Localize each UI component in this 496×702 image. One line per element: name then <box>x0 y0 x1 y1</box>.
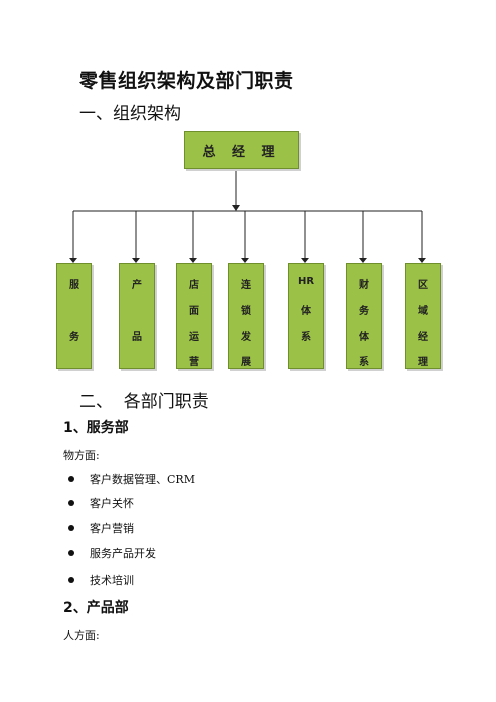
dept-heading-service: 1、服务部 <box>63 420 129 436</box>
dept-char: 域 <box>418 306 428 317</box>
dept-char: 财 <box>359 280 369 291</box>
list-item-text: 客户数据管理、CRM <box>90 473 195 486</box>
dept-char: 展 <box>241 357 251 368</box>
dept-box-regional-manager: 区 域 经 理 <box>405 263 441 369</box>
dept-char: 面 <box>189 306 199 317</box>
dept-char: 区 <box>418 280 428 291</box>
dept-char: 店 <box>189 280 199 291</box>
dept-char: 锁 <box>241 306 251 317</box>
bullet-icon <box>68 577 74 583</box>
dept-char: 营 <box>189 357 199 368</box>
list-item-text: 技术培训 <box>90 574 134 587</box>
list-item-text: 客户关怀 <box>90 497 134 510</box>
dept-char: 服 <box>69 280 79 291</box>
bullet-icon <box>68 476 74 482</box>
list-item: 客户数据管理、CRM <box>68 471 195 487</box>
section-heading-org-structure: 一、组织架构 <box>79 104 181 124</box>
dept-box-hr-system: HR 体 系 <box>288 263 324 369</box>
product-intro-text: 人方面: <box>63 629 100 642</box>
dept-char: 系 <box>359 357 369 368</box>
bullet-icon <box>68 550 74 556</box>
dept-heading-product: 2、产品部 <box>63 600 129 616</box>
dept-box-chain-development: 连 锁 发 展 <box>228 263 264 369</box>
general-manager-box: 总 经 理 <box>184 131 299 169</box>
section-heading-dept-duties: 二、 各部门职责 <box>79 392 209 412</box>
dept-box-store-operations: 店 面 运 营 <box>176 263 212 369</box>
list-item-text: 服务产品开发 <box>90 547 156 560</box>
dept-box-product: 产 品 <box>119 263 155 369</box>
list-item: 客户营销 <box>68 520 134 536</box>
list-item: 客户关怀 <box>68 495 134 511</box>
dept-char: 经 <box>418 332 428 343</box>
list-item: 技术培训 <box>68 572 134 588</box>
dept-char: 连 <box>241 280 251 291</box>
dept-char: 务 <box>359 306 369 317</box>
dept-char: 系 <box>301 332 311 343</box>
dept-char: 理 <box>418 357 428 368</box>
dept-char: HR <box>297 276 315 287</box>
dept-char: 产 <box>132 280 142 291</box>
bullet-icon <box>68 525 74 531</box>
document-title: 零售组织架构及部门职责 <box>79 70 294 92</box>
dept-char: 发 <box>241 332 251 343</box>
dept-box-service: 服 务 <box>56 263 92 369</box>
dept-char: 务 <box>69 332 79 343</box>
bullet-icon <box>68 500 74 506</box>
service-intro-text: 物方面: <box>63 449 100 462</box>
dept-char: 运 <box>189 332 199 343</box>
dept-box-finance-system: 财 务 体 系 <box>346 263 382 369</box>
dept-char: 体 <box>301 306 311 317</box>
list-item: 服务产品开发 <box>68 545 156 561</box>
dept-char: 品 <box>132 332 142 343</box>
list-item-text: 客户营销 <box>90 522 134 535</box>
dept-char: 体 <box>359 332 369 343</box>
